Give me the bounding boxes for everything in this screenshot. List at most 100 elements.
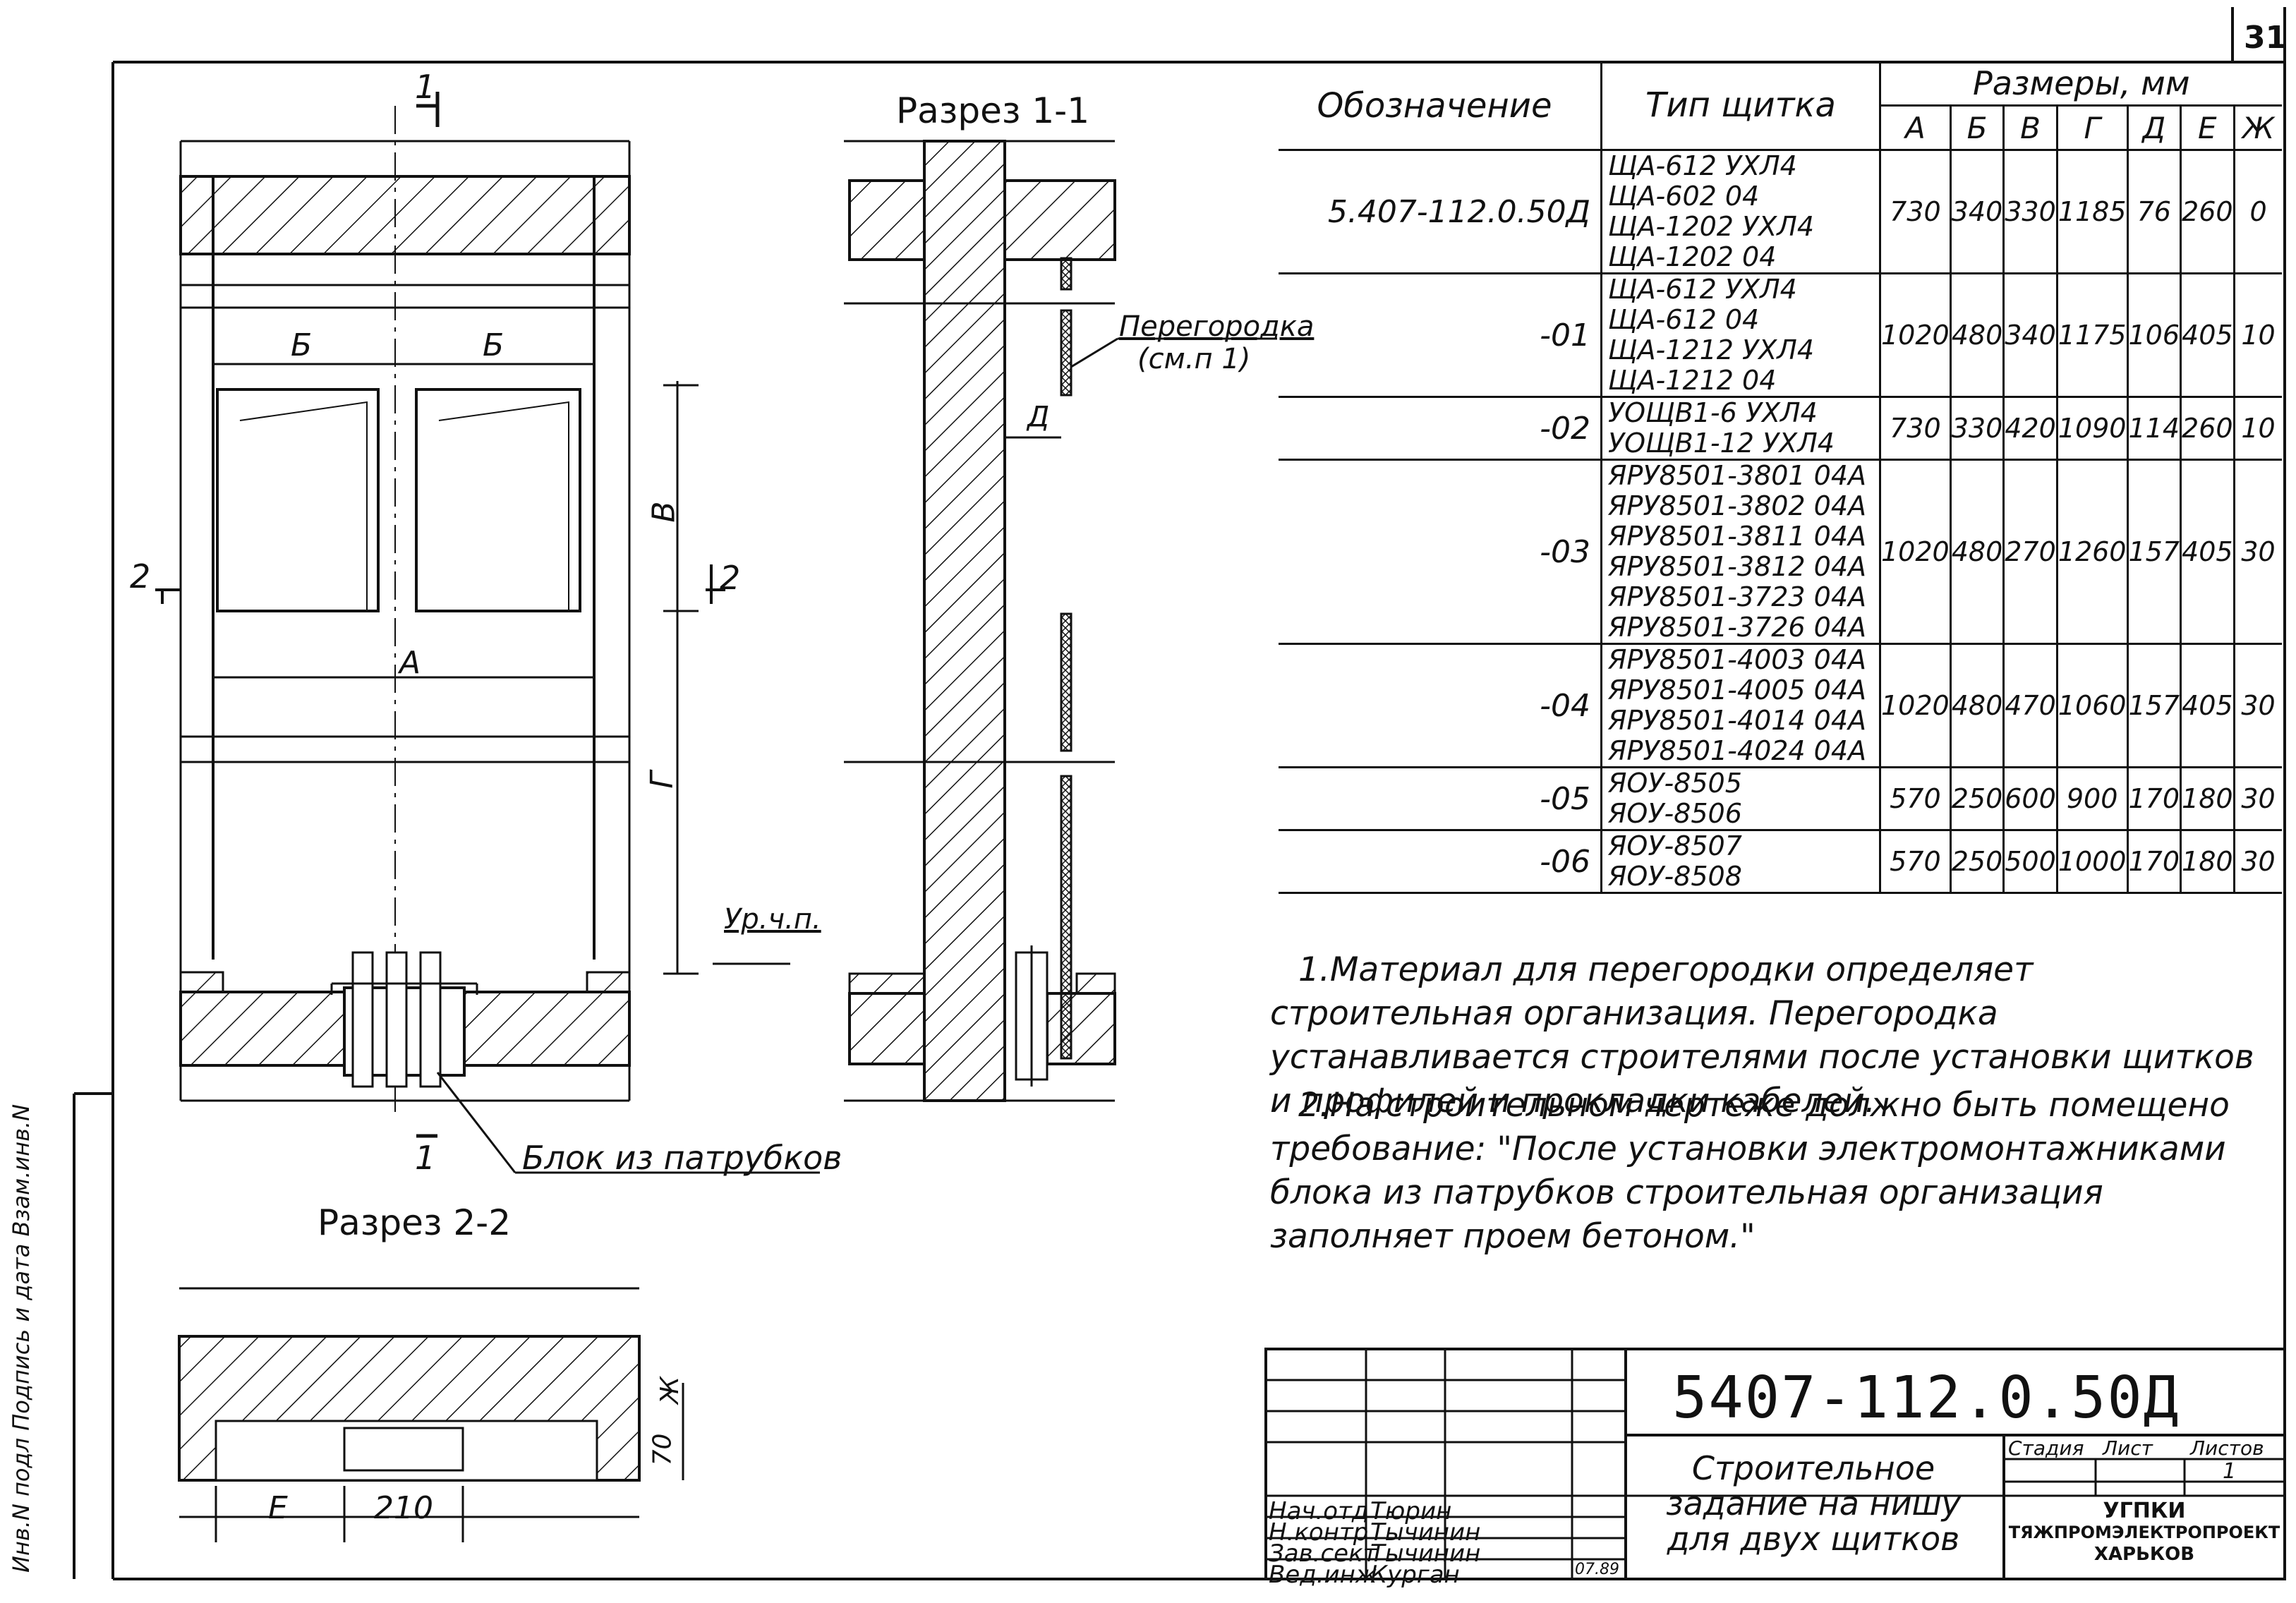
signature-name: Тюрин	[1370, 1497, 1452, 1525]
dim-cell: 1020	[1879, 643, 1952, 768]
dim-70: 70	[648, 1433, 677, 1466]
type-line: ЩА-1202 УХЛ4	[1608, 211, 1814, 242]
dim-cell: 480	[1949, 272, 2005, 398]
dim-g: Г	[644, 771, 680, 789]
dim-cell: 1185	[2055, 149, 2129, 274]
dim-cell: 180	[2180, 766, 2235, 831]
header-type: Тип щитка	[1600, 62, 1881, 151]
type-line: ЯОУ-8506	[1608, 798, 1742, 829]
type-line: ЩА-612 УХЛ4	[1608, 150, 1797, 181]
note-1: 1.Материал для перегородки определяет ст…	[1270, 950, 2254, 1120]
drawing-code: 5407-112.0.50Д	[1672, 1365, 2180, 1432]
dim-header-cell: Б	[1949, 104, 2005, 151]
sheet-number: 31	[2244, 20, 2288, 56]
type-line: ЩА-1212 04	[1608, 365, 1777, 396]
dim-header-cell: Г	[2055, 104, 2129, 151]
org-name-2: ТЯЖПРОМЭЛЕКТРОПРОЕКТ	[2008, 1523, 2280, 1542]
designation-cell: -06	[1279, 829, 1602, 894]
dim-cell: 30	[2232, 766, 2282, 831]
dim-header-cell: Д	[2126, 104, 2182, 151]
type-line: ЩА-1202 04	[1608, 241, 1777, 272]
dim-header-cell: Е	[2180, 104, 2235, 151]
header-sizes: Размеры, мм	[1878, 62, 2282, 107]
dim-cell: 405	[2180, 272, 2235, 398]
stage-label: Стадия	[2008, 1436, 2084, 1460]
type-line: ЯРУ8501-4003 04А	[1608, 644, 1867, 675]
dim-cell: 106	[2126, 272, 2182, 398]
dim-cell: 157	[2126, 459, 2182, 645]
section-2-2	[178, 1287, 684, 1542]
section-2-2-title: Разрез 2-2	[318, 1202, 512, 1243]
dim-cell: 730	[1879, 149, 1952, 274]
dim-cell: 114	[2126, 396, 2182, 461]
signature-name: Курган	[1370, 1561, 1460, 1589]
section-1-1-title: Разрез 1-1	[896, 90, 1090, 131]
dim-cell: 405	[2180, 643, 2235, 768]
header-designation: Обозначение	[1279, 62, 1602, 151]
dim-cell: 470	[2002, 643, 2058, 768]
designation-cell: -04	[1279, 643, 1602, 768]
dim-cell: 30	[2232, 643, 2282, 768]
dim-cell: 10	[2232, 272, 2282, 398]
type-line: ЯРУ8501-3801 04А	[1608, 460, 1867, 491]
designation-cell: -05	[1279, 766, 1602, 831]
dim-cell: 1020	[1879, 272, 1952, 398]
dim-header-cell: Ж	[2232, 104, 2282, 151]
dim-cell: 1060	[2055, 643, 2129, 768]
dim-a: A	[399, 645, 421, 681]
org-name-1: УГПКИ	[2103, 1499, 2186, 1523]
type-line: УОЩВ1-12 УХЛ4	[1608, 428, 1835, 459]
side-stamp: Инв.N подл Подпись и дата Взам.инв.N	[8, 1103, 35, 1573]
dim-cell: 76	[2126, 149, 2182, 274]
dim-cell: 480	[1949, 459, 2005, 645]
dim-cell: 270	[2002, 459, 2058, 645]
dim-cell: 170	[2126, 829, 2182, 894]
dim-cell: 157	[2126, 643, 2182, 768]
dim-cell: 570	[1879, 829, 1952, 894]
sheets-value: 1	[2223, 1459, 2237, 1484]
signature-role: Зав.сект	[1269, 1540, 1377, 1568]
type-line: ЯРУ8501-3723 04А	[1608, 581, 1867, 612]
dim-cell: 170	[2126, 766, 2182, 831]
section-1-1	[844, 140, 1277, 1102]
partition-ref: (см.п 1)	[1137, 343, 1251, 375]
dim-header-cell: А	[1879, 104, 1952, 151]
dim-cell: 570	[1879, 766, 1952, 831]
type-line: ЯОУ-8507	[1608, 830, 1742, 861]
front-view	[155, 92, 820, 1174]
sheet-label: Лист	[2103, 1436, 2153, 1460]
date: 07.89	[1575, 1561, 1619, 1578]
dim-cell: 340	[1949, 149, 2005, 274]
level-label: Ур.ч.п.	[724, 903, 821, 936]
dim-cell: 420	[2002, 396, 2058, 461]
type-line: УОЩВ1-6 УХЛ4	[1608, 397, 1818, 428]
block-label: Блок из патрубков	[522, 1139, 842, 1177]
type-line: ЯРУ8501-3812 04А	[1608, 551, 1867, 582]
type-line: ЯОУ-8508	[1608, 861, 1742, 892]
dim-cell: 250	[1949, 766, 2005, 831]
dim-cell: 260	[2180, 149, 2235, 274]
dim-cell: 1090	[2055, 396, 2129, 461]
type-line: ЯРУ8501-3802 04А	[1608, 490, 1867, 521]
dim-cell: 30	[2232, 829, 2282, 894]
dim-e: Е	[268, 1490, 288, 1526]
type-line: ЩА-612 УХЛ4	[1608, 274, 1797, 305]
signature-role: Вед.инж	[1269, 1561, 1377, 1589]
type-line: ЯОУ-8505	[1608, 768, 1742, 799]
type-line: ЩА-612 04	[1608, 304, 1760, 335]
dim-210: 210	[374, 1490, 433, 1526]
dim-cell: 180	[2180, 829, 2235, 894]
dim-cell: 260	[2180, 396, 2235, 461]
dim-cell: 900	[2055, 766, 2129, 831]
signature-name: Тычинин	[1370, 1540, 1481, 1568]
dim-cell: 330	[2002, 149, 2058, 274]
dim-b-right: Б	[483, 327, 504, 363]
